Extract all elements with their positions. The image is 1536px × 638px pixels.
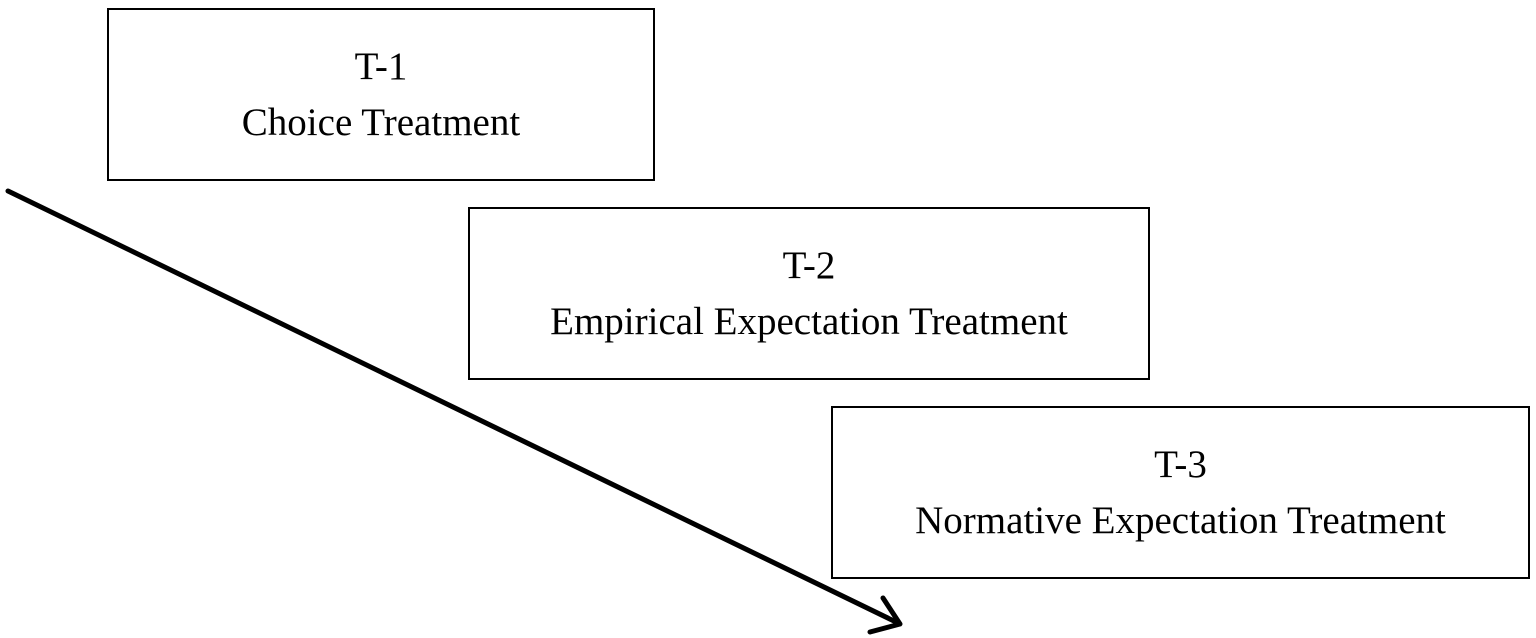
treatment-id: T-2 <box>782 243 836 287</box>
treatment-id: T-3 <box>1154 442 1207 486</box>
treatment-box-t1: T-1 Choice Treatment <box>107 8 655 181</box>
treatment-name: Choice Treatment <box>241 100 521 144</box>
treatment-id: T-1 <box>354 44 408 88</box>
treatment-name: Empirical Expectation Treatment <box>550 299 1068 343</box>
sequence-arrow-head <box>867 595 903 635</box>
treatment-box-t2: T-2 Empirical Expectation Treatment <box>468 207 1150 380</box>
treatment-box-t3: T-3 Normative Expectation Treatment <box>831 406 1530 579</box>
treatment-name: Normative Expectation Treatment <box>915 498 1446 542</box>
sequence-arrow-line <box>5 188 899 625</box>
